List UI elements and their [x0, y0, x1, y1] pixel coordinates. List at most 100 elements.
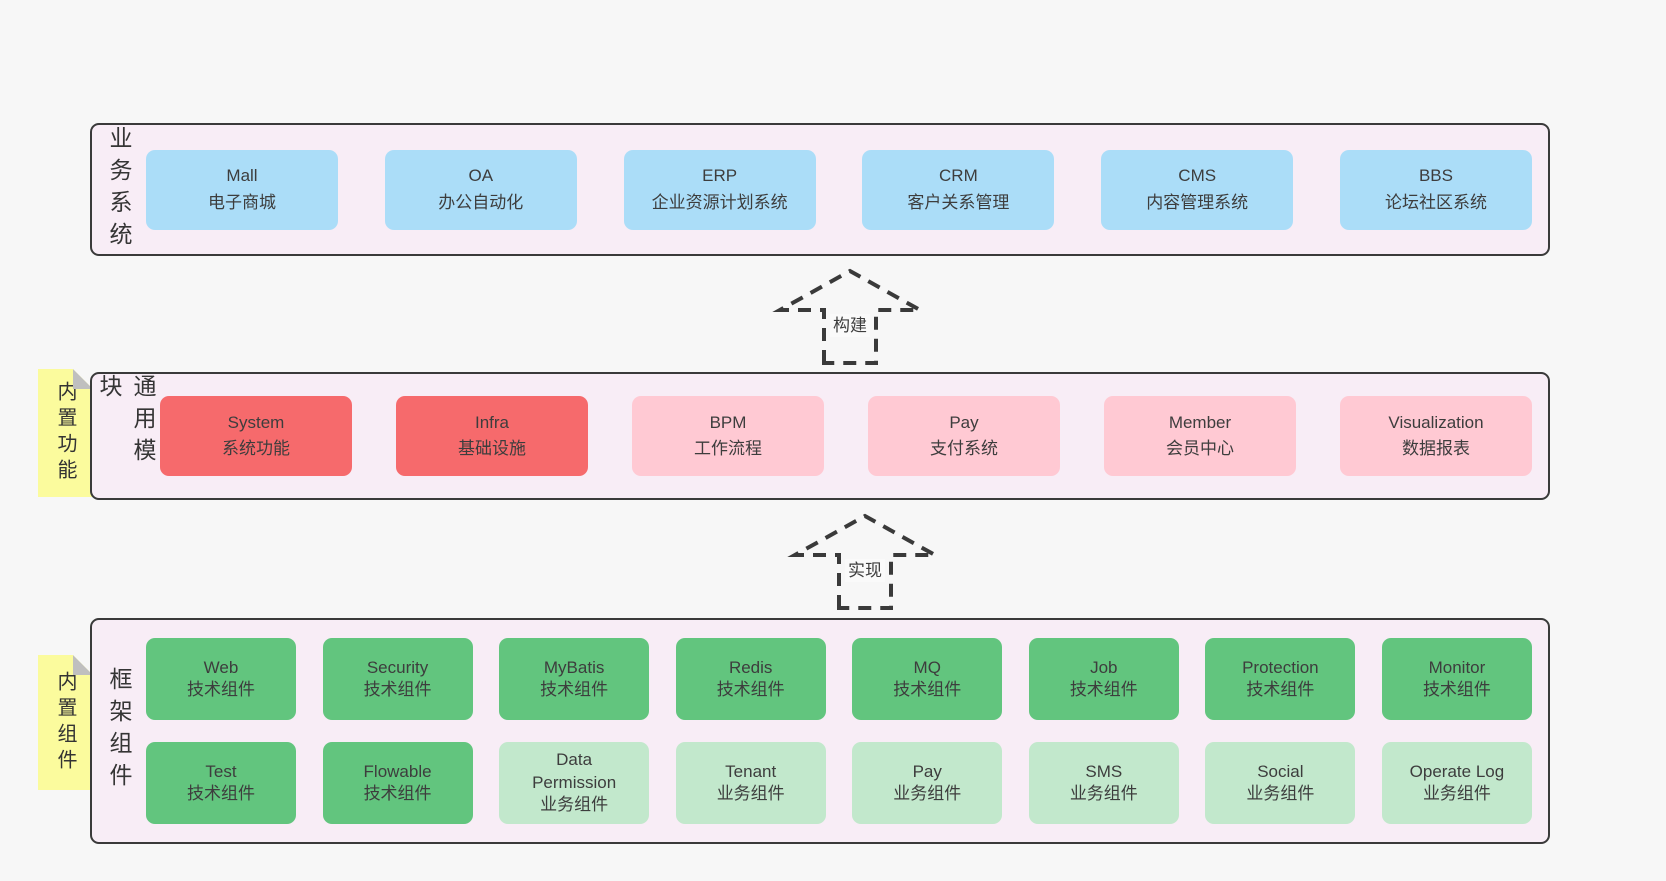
component-box-system: System 系统功能 — [160, 396, 352, 476]
box-title: Job — [1090, 657, 1118, 677]
component-box-infra: Infra 基础设施 — [396, 396, 588, 476]
component-box-mybatis: MyBatis 技术组件 — [499, 638, 650, 720]
component-box-mall: Mall 电子商城 — [146, 149, 338, 230]
box-subtitle: 技术组件 — [1069, 680, 1138, 699]
component-box-tenant: Tenant 业务组件 — [675, 742, 826, 824]
component-box-cms: CMS 内容管理系统 — [1101, 149, 1294, 230]
sticky-note-label: 内置功能 — [54, 381, 76, 485]
box-title: BBS — [1418, 166, 1453, 186]
box-title: BPM — [709, 412, 747, 432]
box-subtitle: 业务组件 — [716, 784, 785, 803]
box-subtitle: 办公自动化 — [438, 192, 524, 212]
box-title: Mall — [226, 166, 258, 186]
box-title: ERP — [702, 166, 738, 186]
box-title: Visualization — [1388, 412, 1484, 432]
box-title: Security — [366, 657, 429, 677]
box-title: OA — [468, 166, 494, 186]
component-box-visualization: Visualization 数据报表 — [1340, 396, 1532, 476]
sticky-note-builtin-components: 内置组件 — [38, 655, 93, 790]
box-subtitle: 电子商城 — [208, 192, 276, 212]
common-modules-row: System 系统功能 Infra 基础设施 BPM 工作流程 Pay 支付系统 Member 会… — [160, 374, 1548, 498]
panel-common-modules: 通用模块 System 系统功能 Infra 基础设施 BPM 工作流程 Pay 支付系统 Me… — [90, 372, 1550, 500]
component-box-data-permission: Data Permission 业务组件 — [499, 742, 650, 824]
box-subtitle: 技术组件 — [363, 784, 432, 803]
component-box-security: Security 技术组件 — [322, 638, 473, 720]
component-box-job: Job 技术组件 — [1028, 638, 1179, 720]
box-title: MyBatis — [543, 657, 605, 677]
box-title: Redis — [728, 657, 773, 677]
box-title: Protection — [1242, 657, 1319, 677]
sticky-note-label: 内置组件 — [54, 670, 76, 775]
box-subtitle: 客户关系管理 — [907, 192, 1010, 212]
box-subtitle: 业务组件 — [540, 795, 609, 815]
box-title: Flowable — [363, 761, 432, 781]
panel-business-systems: 业务系统 Mall 电子商城 OA 办公自动化 ERP 企业资源计划系统 CRM 客户关系管理… — [90, 123, 1550, 256]
box-subtitle: 内容管理系统 — [1146, 192, 1249, 212]
business-systems-row: Mall 电子商城 OA 办公自动化 ERP 企业资源计划系统 CRM 客户关系管理 CMS 内容… — [146, 125, 1548, 254]
box-subtitle: 技术组件 — [187, 784, 255, 803]
box-subtitle: 系统功能 — [222, 439, 290, 458]
component-box-mq: MQ 技术组件 — [852, 638, 1003, 720]
box-title: SMS — [1085, 761, 1123, 781]
box-title: CMS — [1178, 166, 1217, 186]
box-subtitle: 技术组件 — [716, 680, 785, 699]
box-subtitle: 论坛社区系统 — [1384, 192, 1487, 212]
box-title: Pay — [949, 412, 979, 432]
box-title: Test — [205, 761, 237, 781]
box-subtitle: 技术组件 — [540, 680, 609, 699]
box-title: System — [227, 412, 285, 432]
box-title: Member — [1168, 412, 1232, 432]
build-arrow-label: 构建 — [830, 314, 870, 338]
box-title: Social — [1257, 761, 1304, 781]
box-title: Web — [203, 657, 239, 677]
build-arrow: 构建 — [770, 268, 930, 365]
component-box-flowable: Flowable 技术组件 — [322, 742, 473, 824]
box-subtitle: 基础设施 — [458, 439, 526, 458]
box-title: MQ — [913, 657, 941, 677]
implement-arrow-label: 实现 — [845, 559, 885, 583]
box-subtitle: 支付系统 — [930, 439, 998, 458]
box-title: Operate Log — [1409, 761, 1505, 781]
box-subtitle: 业务组件 — [1422, 784, 1491, 803]
box-subtitle: 技术组件 — [1246, 680, 1315, 699]
component-box-oa: OA 办公自动化 — [384, 149, 577, 230]
component-box-test: Test 技术组件 — [146, 742, 296, 824]
component-box-crm: CRM 客户关系管理 — [862, 149, 1055, 230]
component-box-redis: Redis 技术组件 — [675, 638, 826, 720]
component-box-monitor: Monitor 技术组件 — [1381, 638, 1532, 720]
panel-label-common-modules: 通用模块 — [96, 374, 156, 470]
box-title: CRM — [939, 166, 978, 186]
panel-label-framework-components: 框架组件 — [106, 667, 132, 795]
box-subtitle: 技术组件 — [363, 680, 432, 699]
box-subtitle: 会员中心 — [1166, 439, 1234, 458]
box-subtitle: 技术组件 — [1422, 680, 1491, 699]
box-subtitle: 技术组件 — [187, 680, 255, 699]
component-box-pay: Pay 支付系统 — [868, 396, 1060, 476]
component-box-erp: ERP 企业资源计划系统 — [623, 149, 816, 230]
box-subtitle: 工作流程 — [694, 439, 762, 458]
box-subtitle: 业务组件 — [1246, 784, 1315, 803]
box-title: Infra — [474, 412, 510, 432]
box-title: Tenant — [725, 761, 777, 781]
sticky-note-builtin-features: 内置功能 — [38, 369, 93, 497]
component-box-bbs: BBS 论坛社区系统 — [1339, 149, 1532, 230]
box-subtitle: 数据报表 — [1402, 439, 1470, 458]
component-box-protection: Protection 技术组件 — [1205, 638, 1356, 720]
component-box-bpm: BPM 工作流程 — [632, 396, 824, 476]
box-title: Data Permission — [532, 750, 617, 792]
box-title: Monitor — [1428, 657, 1486, 677]
component-box-social: Social 业务组件 — [1205, 742, 1356, 824]
box-subtitle: 企业资源计划系统 — [651, 192, 788, 212]
panel-label-business-systems: 业务系统 — [106, 125, 132, 254]
box-subtitle: 技术组件 — [893, 680, 962, 699]
component-box-operate-log: Operate Log 业务组件 — [1381, 742, 1532, 824]
box-subtitle: 业务组件 — [893, 784, 962, 803]
implement-arrow: 实现 — [785, 513, 945, 610]
component-box-member: Member 会员中心 — [1104, 396, 1296, 476]
